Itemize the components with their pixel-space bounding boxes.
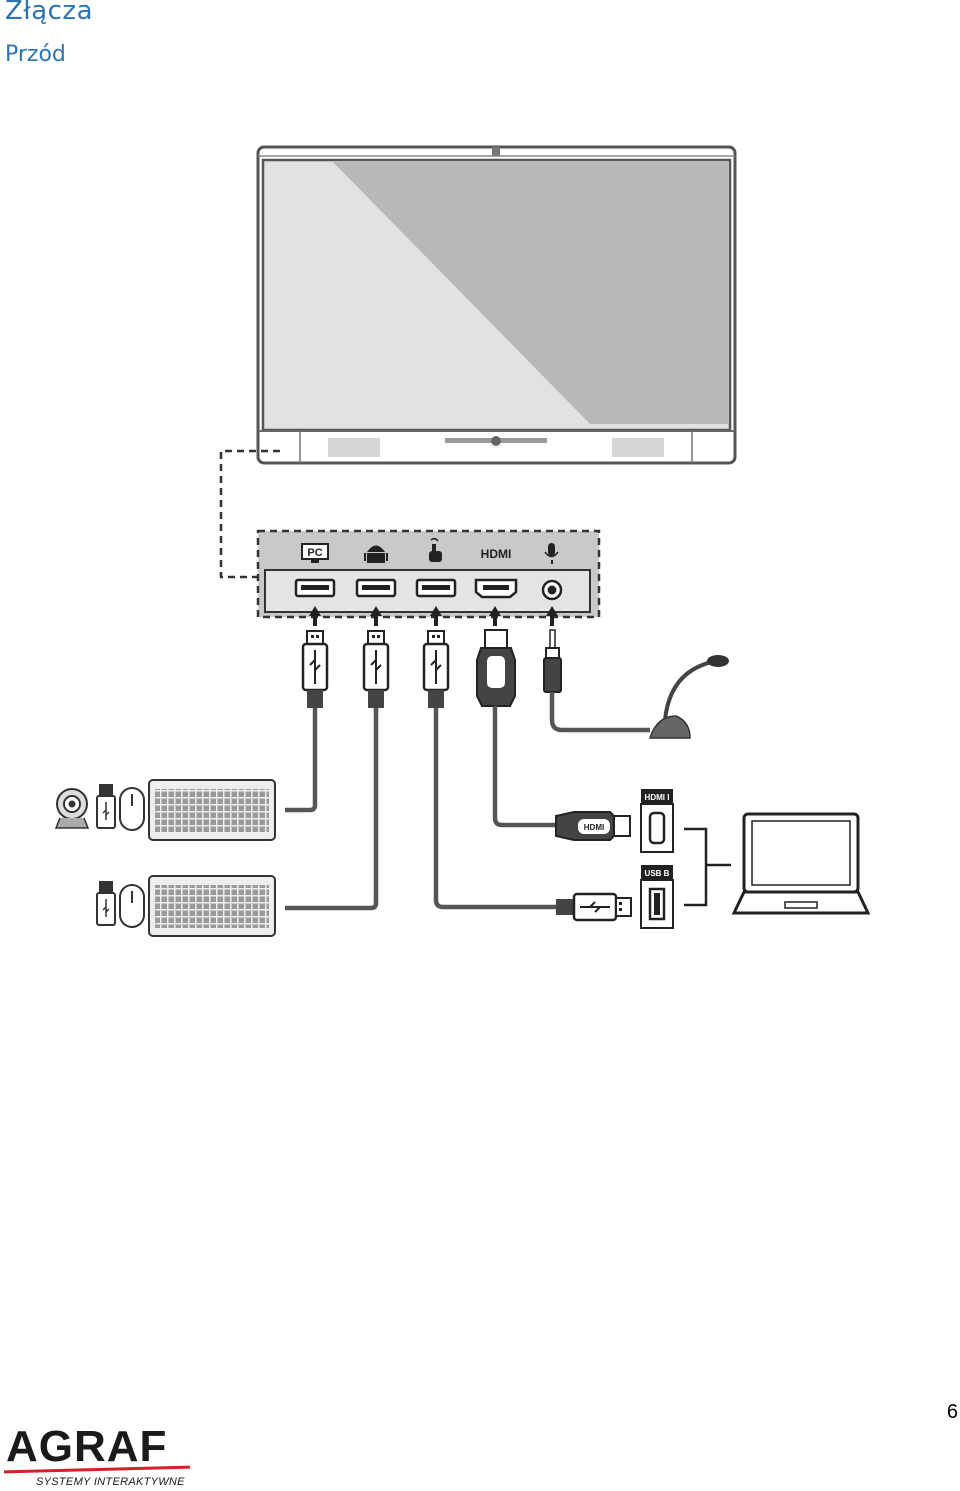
svg-text:PC: PC xyxy=(307,547,322,559)
audio-plug xyxy=(543,629,562,693)
keyboard-icon xyxy=(148,875,276,937)
connection-diagram: PC HDMI xyxy=(54,145,871,937)
laptop-icon xyxy=(731,812,871,915)
usb-dongle-icon xyxy=(96,881,116,926)
page-number: 6 xyxy=(946,1401,958,1423)
usb-port-pc xyxy=(294,578,336,598)
microphone-icon xyxy=(544,543,559,564)
usb-plug-touch xyxy=(422,630,450,708)
interactive-display xyxy=(256,145,737,465)
laptop-usb-port: USB B xyxy=(640,865,674,929)
mouse-icon xyxy=(119,884,145,928)
usb-port-android xyxy=(355,578,397,598)
hdmi-plug xyxy=(476,629,516,707)
agraf-logo: AGRAF SYSTEMY INTERAKTYWNE xyxy=(4,1422,194,1491)
hdmi-port xyxy=(474,578,518,599)
logo-tagline: SYSTEMY INTERAKTYWNE xyxy=(36,1476,185,1488)
pc-icon: PC xyxy=(301,543,329,563)
touch-icon xyxy=(429,537,442,562)
mouse-icon xyxy=(119,787,145,831)
usb-plug-pc xyxy=(301,630,329,708)
microphone-icon xyxy=(648,655,729,739)
page-title: Złącza xyxy=(5,0,94,26)
svg-text:USB B: USB B xyxy=(645,869,670,878)
webcam-icon xyxy=(54,788,90,829)
logo-wordmark: AGRAF xyxy=(6,1422,168,1471)
usb-plug-laptop xyxy=(556,892,632,922)
audio-jack-port xyxy=(541,579,563,601)
front-port-panel: PC HDMI xyxy=(256,529,601,626)
laptop-hdmi-port: HDMI I xyxy=(640,789,674,853)
section-subtitle: Przód xyxy=(5,42,66,67)
svg-text:HDMI I: HDMI I xyxy=(645,793,670,802)
svg-text:HDMI: HDMI xyxy=(584,823,604,832)
usb-dongle-icon xyxy=(96,784,116,829)
keyboard-icon xyxy=(148,779,276,841)
android-icon xyxy=(364,545,388,563)
usb-plug-android xyxy=(362,630,390,708)
usb-port-touch xyxy=(415,578,457,598)
hdmi-plug-laptop: HDMI xyxy=(555,811,631,841)
hdmi-icon: HDMI xyxy=(481,547,512,561)
